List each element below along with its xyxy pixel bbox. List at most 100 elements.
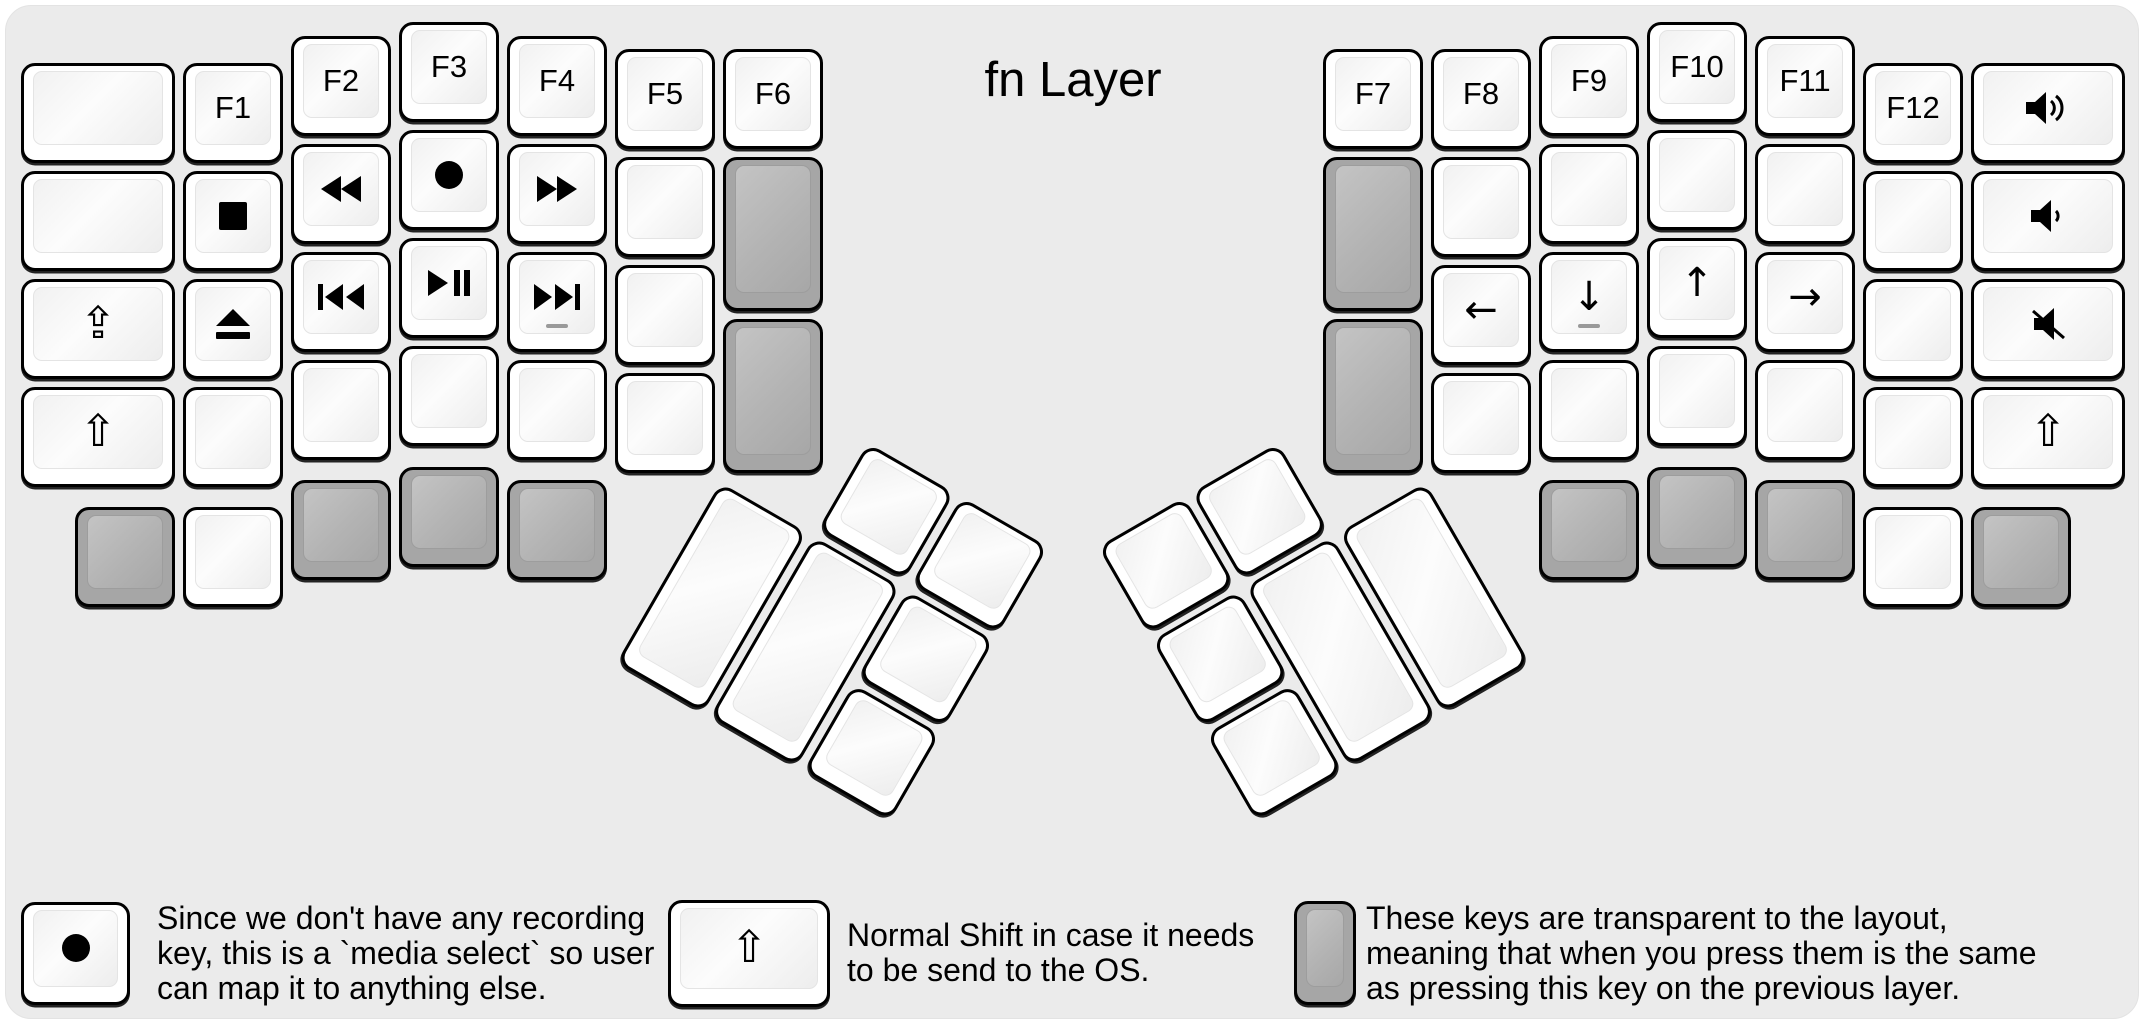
key-transparent[interactable] — [75, 507, 175, 608]
key-f2[interactable]: F2 — [291, 35, 391, 136]
key-blank[interactable] — [1755, 143, 1855, 244]
key-f11[interactable]: F11 — [1755, 35, 1855, 136]
legend-text-line: to be send to the OS. — [847, 952, 1150, 988]
key-transparent[interactable] — [723, 319, 823, 473]
key-rewind[interactable] — [291, 143, 391, 244]
key-next-track[interactable] — [507, 251, 607, 352]
legend-sample-key[interactable] — [21, 901, 130, 1005]
keycap-top — [1443, 165, 1519, 239]
keycap-top — [1551, 151, 1627, 226]
key-f5[interactable]: F5 — [615, 49, 715, 149]
keycap-top — [822, 696, 926, 800]
key-transparent[interactable] — [399, 466, 499, 567]
key-f4[interactable]: F4 — [507, 35, 607, 136]
key-eject[interactable] — [183, 278, 283, 379]
keycap-top — [1443, 381, 1519, 455]
keycap-top: F7 — [1335, 57, 1411, 131]
key-blank[interactable] — [1863, 278, 1963, 379]
record-icon — [434, 160, 464, 190]
key-blank[interactable] — [1431, 157, 1531, 257]
keycap-top — [627, 273, 703, 347]
key-blank[interactable] — [1647, 130, 1747, 230]
key-f9[interactable]: F9 — [1539, 35, 1639, 136]
key-blank[interactable] — [1539, 143, 1639, 244]
key-f10[interactable]: F10 — [1647, 22, 1747, 122]
key-prev-track[interactable] — [291, 251, 391, 352]
legend-item-transparent: These keys are transparent to the layout… — [1294, 898, 2037, 1008]
key-f12[interactable]: F12 — [1863, 62, 1963, 163]
key-blank[interactable] — [21, 62, 175, 163]
key-blank[interactable] — [183, 507, 283, 608]
key-label: F1 — [214, 89, 252, 125]
legend-sample-key[interactable] — [1294, 901, 1356, 1005]
keycap-top — [303, 367, 379, 442]
key-label: ⇧ — [2029, 405, 2067, 457]
key-f8[interactable]: F8 — [1431, 49, 1531, 149]
key-arrow-down[interactable]: ↓ — [1539, 251, 1639, 352]
key-transparent[interactable] — [1647, 466, 1747, 567]
key-blank[interactable] — [1647, 346, 1747, 446]
key-transparent[interactable] — [1971, 507, 2071, 608]
key-transparent[interactable] — [1755, 480, 1855, 581]
key-f1[interactable]: F1 — [183, 62, 283, 163]
keycap-top — [1166, 603, 1270, 706]
key-volume-down[interactable] — [1971, 170, 2125, 271]
keycap-top — [411, 246, 487, 320]
key-blank[interactable] — [291, 359, 391, 460]
keycap-top — [1983, 70, 2113, 145]
key-volume-up[interactable] — [1971, 62, 2125, 163]
key-shift[interactable]: ⇧ — [1971, 386, 2125, 487]
key-shift[interactable]: ⇧ — [21, 386, 175, 487]
legend-sample-key[interactable]: ⇧ — [668, 899, 830, 1007]
key-blank[interactable] — [615, 373, 715, 473]
key-blank[interactable] — [1431, 373, 1531, 473]
key-blank[interactable] — [1863, 507, 1963, 608]
key-mute[interactable] — [1971, 278, 2125, 379]
key-label: → — [1788, 273, 1822, 320]
key-stop[interactable] — [183, 170, 283, 271]
legend-text-line: can map it to anything else. — [157, 969, 547, 1006]
key-transparent[interactable] — [723, 157, 823, 311]
key-transparent[interactable] — [291, 480, 391, 581]
key-blank[interactable] — [1863, 170, 1963, 271]
key-blank[interactable] — [1539, 359, 1639, 460]
key-f6[interactable]: F6 — [723, 49, 823, 149]
eject-icon — [216, 308, 250, 339]
key-fast-forward[interactable] — [507, 143, 607, 244]
legend-key-transparent — [1294, 901, 1356, 1005]
keycap-top — [735, 165, 811, 293]
key-arrow-left[interactable]: ← — [1431, 265, 1531, 365]
key-arrow-up[interactable]: ↑ — [1647, 238, 1747, 338]
key-transparent[interactable] — [507, 480, 607, 581]
keycap-top — [876, 603, 980, 706]
key-blank[interactable] — [615, 157, 715, 257]
volume-down-icon — [2031, 199, 2065, 232]
key-label: F11 — [1779, 62, 1831, 98]
key-blank[interactable] — [1755, 359, 1855, 460]
key-caps-lock[interactable]: ⇪ — [21, 278, 175, 379]
keycap-top: F10 — [1659, 30, 1735, 104]
key-transparent[interactable] — [1323, 157, 1423, 311]
keycap-top — [303, 259, 379, 334]
key-label: ↓ — [1572, 273, 1606, 320]
key-blank[interactable] — [183, 386, 283, 487]
key-transparent[interactable] — [1323, 319, 1423, 473]
keycap-top — [1659, 138, 1735, 212]
key-transparent[interactable] — [1539, 480, 1639, 581]
key-label: ← — [1464, 287, 1498, 333]
key-f7[interactable]: F7 — [1323, 49, 1423, 149]
key-blank[interactable] — [21, 170, 175, 271]
key-blank[interactable] — [1863, 386, 1963, 487]
key-arrow-right[interactable]: → — [1755, 251, 1855, 352]
prev-track-icon — [318, 283, 364, 310]
key-f3[interactable]: F3 — [399, 22, 499, 122]
record-icon — [61, 933, 91, 963]
legend-text-line: meaning that when you press them is the … — [1366, 934, 2037, 971]
key-blank[interactable] — [615, 265, 715, 365]
key-record[interactable] — [399, 130, 499, 230]
keycap-top: F6 — [735, 57, 811, 131]
key-blank[interactable] — [399, 346, 499, 446]
key-play-pause[interactable] — [399, 238, 499, 338]
key-blank[interactable] — [507, 359, 607, 460]
